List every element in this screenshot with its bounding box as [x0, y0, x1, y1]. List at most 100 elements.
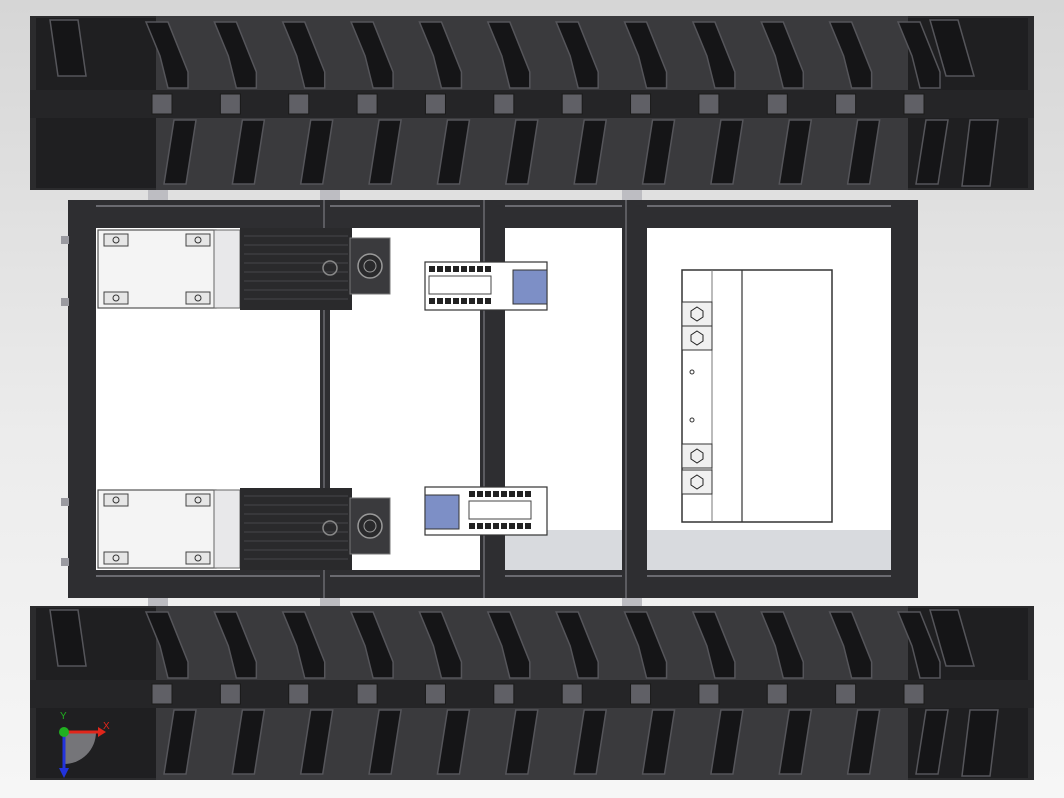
axle-stub	[622, 598, 642, 608]
right-track-grouser-lower	[710, 709, 744, 775]
frame-bolt	[61, 498, 69, 506]
frame-bolt	[61, 236, 69, 244]
left-track-guide-block	[493, 93, 515, 115]
left-track-guide-block	[630, 93, 652, 115]
motor-right-connector-icon	[357, 513, 383, 539]
motor-right-flange	[213, 489, 241, 569]
right-track-guide-block	[766, 683, 788, 705]
motor-driver-top-terminal	[429, 266, 435, 272]
left-track-guide-block	[903, 93, 925, 115]
motor-driver-bottom-terminal	[493, 523, 499, 529]
motor-right-motor-shaft-icon	[322, 520, 338, 536]
left-track-grouser-lower	[163, 119, 197, 185]
right-track-grouser-lower	[299, 709, 334, 775]
motor-left-motor-body	[240, 228, 352, 310]
right-track-grouser-lower	[778, 709, 813, 775]
left-track-grouser-lower	[641, 119, 676, 185]
left-track-grouser-upper	[144, 21, 189, 89]
left-track-guide-block	[151, 93, 173, 115]
right-track[interactable]	[30, 606, 1034, 780]
motor-left-motor-shaft-icon	[322, 260, 338, 276]
left-track-grouser-lower	[436, 119, 471, 185]
left-track-guide-block	[766, 93, 788, 115]
right-track-guide-block	[151, 683, 173, 705]
battery-hole	[689, 417, 695, 423]
left-track-guide-block	[561, 93, 583, 115]
motor-right-bolt-icon	[112, 554, 120, 562]
motor-right-bolt-icon	[112, 496, 120, 504]
right-track-guide-block	[219, 683, 241, 705]
battery-bracket	[681, 301, 713, 327]
motor-left-bolt-icon	[194, 294, 202, 302]
motor-driver-bottom-terminal	[485, 523, 491, 529]
left-track-grouser-lower	[778, 119, 813, 185]
left-track-grouser-upper	[213, 21, 258, 89]
left-track-grouser-lower	[710, 119, 744, 185]
left-track-grouser-upper	[555, 21, 599, 89]
motor-driver-top-terminal	[445, 298, 451, 304]
motor-driver-top-terminal	[485, 298, 491, 304]
right-track-grouser-upper	[213, 611, 258, 679]
motor-driver-bottom-heatsink	[424, 494, 460, 530]
motor-right-reducer-mount	[185, 551, 211, 565]
motor-driver-bottom-terminal	[469, 491, 475, 497]
right-track-guide-block	[356, 683, 378, 705]
left-track-grouser-upper	[349, 21, 394, 89]
frame-cross-member	[320, 200, 330, 598]
y-axis-label: Y	[60, 711, 67, 722]
right-track-guide-band	[30, 680, 1034, 708]
right-track-guide-block	[630, 683, 652, 705]
right-track-grouser-upper	[623, 611, 668, 679]
right-track-grouser-lower	[368, 709, 402, 775]
motor-left-connector-icon	[357, 253, 383, 279]
left-track-end-lug	[49, 19, 87, 77]
right-track-grouser-upper	[555, 611, 599, 679]
right-track-guide-block	[561, 683, 583, 705]
motor-driver-top-terminal	[453, 298, 459, 304]
motor-left-reducer-mount	[103, 291, 129, 305]
left-track-grouser-upper	[486, 21, 531, 89]
right-track-grouser-lower	[846, 709, 881, 775]
right-track-grouser-upper	[349, 611, 394, 679]
left-track-guide-block	[424, 93, 446, 115]
motor-driver-top-terminal	[485, 266, 491, 272]
left-track-grouser-upper	[623, 21, 668, 89]
motor-right-bolt-icon	[194, 554, 202, 562]
motor-driver-bottom-terminal	[525, 491, 531, 497]
motor-driver-top-terminal	[461, 266, 467, 272]
battery-bracket	[681, 443, 713, 469]
right-track-grouser-lower	[436, 709, 471, 775]
motor-driver-top-label-plate	[428, 275, 492, 295]
motor-right-reducer-mount	[103, 551, 129, 565]
right-track-guide-block	[835, 683, 857, 705]
battery-bracket	[681, 469, 713, 495]
motor-driver-bottom-terminal	[509, 491, 515, 497]
right-track-grouser-lower	[163, 709, 197, 775]
left-track[interactable]	[30, 16, 1034, 190]
motor-driver-top-terminal	[437, 266, 443, 272]
motor-driver-top-terminal	[477, 266, 483, 272]
motor-right-bolt-icon	[194, 496, 202, 504]
left-track-guide-block	[219, 93, 241, 115]
left-track-end-lug	[929, 19, 975, 77]
right-track-grouser-lower	[231, 709, 266, 775]
deck-shadow	[505, 530, 891, 570]
motor-driver-top-heatsink	[512, 269, 548, 305]
motor-driver-top-terminal	[429, 298, 435, 304]
frame-rail-left	[68, 200, 96, 598]
motor-driver-bottom-terminal	[477, 491, 483, 497]
left-track-grouser-upper	[418, 21, 463, 89]
right-track-grouser-upper	[281, 611, 326, 679]
left-track-guide-block	[698, 93, 720, 115]
motor-driver-bottom-terminal	[501, 523, 507, 529]
axle-stub	[320, 598, 340, 608]
left-track-grouser-lower	[231, 119, 266, 185]
right-track-grouser-upper	[144, 611, 189, 679]
left-track-grouser-upper	[828, 21, 873, 89]
motor-driver-top-terminal	[477, 298, 483, 304]
motor-left-bolt-icon	[194, 236, 202, 244]
motor-left-reducer-mount	[185, 291, 211, 305]
left-track-guide-band	[30, 90, 1034, 118]
